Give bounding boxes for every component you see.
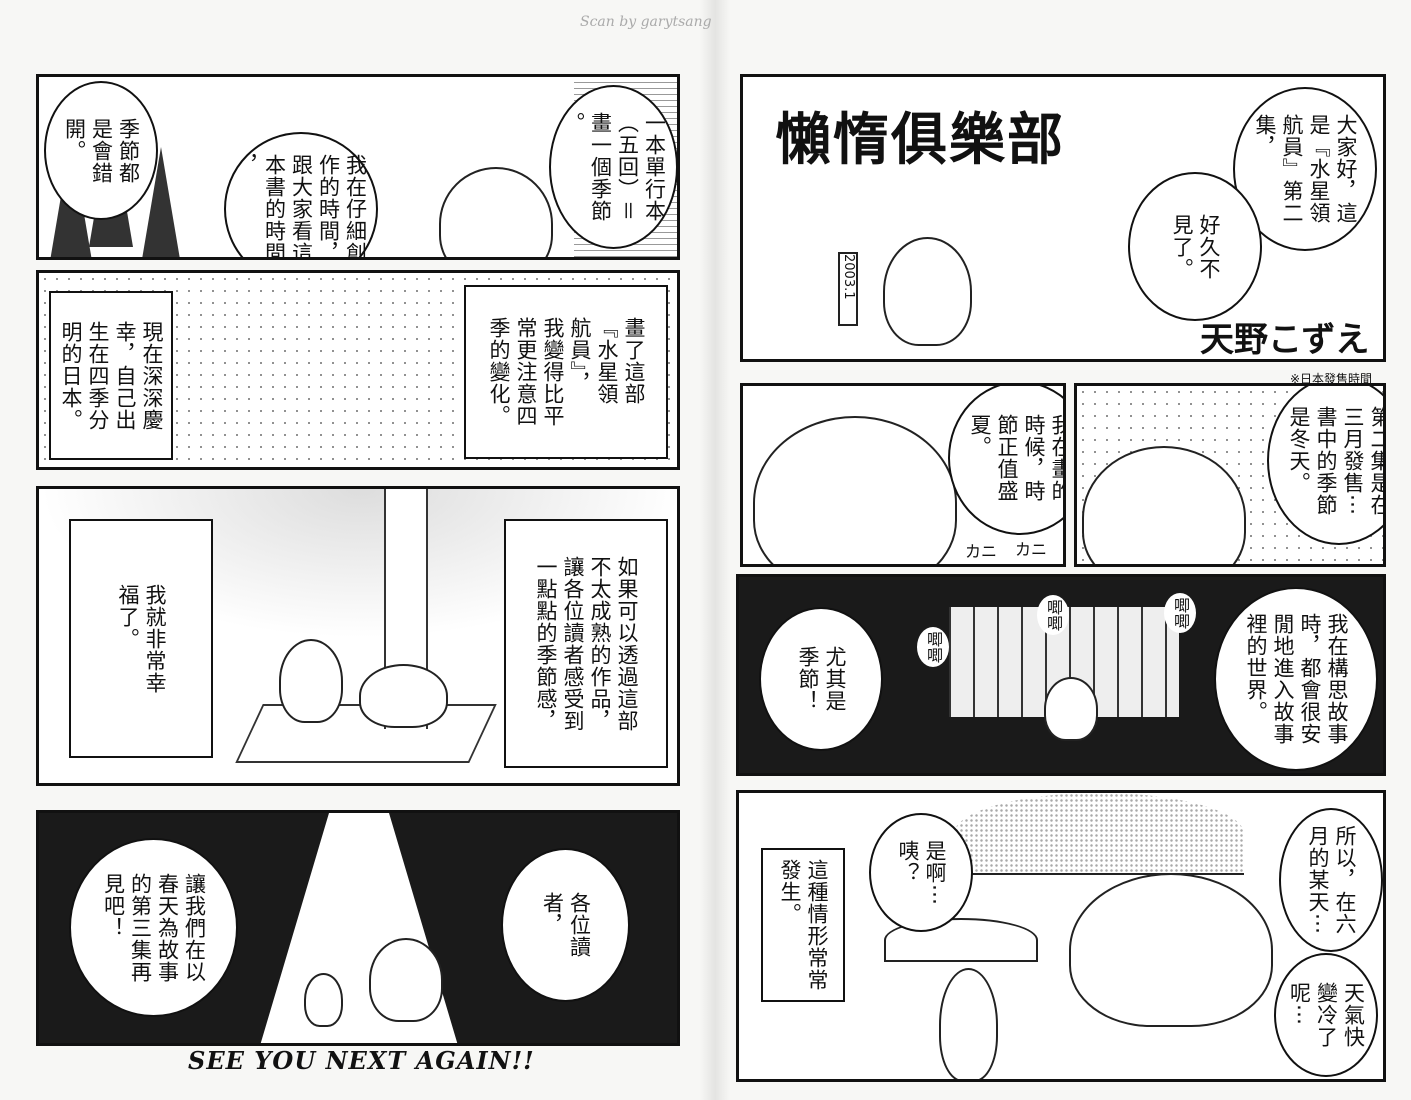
shoji-door [949, 607, 1179, 717]
book-gutter [700, 0, 730, 1100]
speech-bubble: 大家好，這 是『水星領 航員』第二 集， [1233, 87, 1377, 251]
series-title: 懶惰俱樂部 [775, 108, 1065, 173]
bubble-text: 我在仔細創 作的時間， 跟大家看這 本書的時間 ， [235, 154, 368, 260]
sound-effect: 唧唧 [1037, 595, 1069, 635]
cat-character [369, 938, 443, 1022]
cat-character [1069, 873, 1273, 1027]
person-character [939, 968, 998, 1079]
date-sign: 2003.1 [838, 252, 858, 326]
sound-effect: カニ [1015, 540, 1048, 559]
box-text: 現在深深慶 幸，自己出 生在四季分 明的日本。 [59, 320, 164, 431]
cat-character [359, 664, 448, 728]
speech-bubble: 各位讀 者， [501, 848, 630, 1002]
speech-bubble: 尤其是 季節！ [759, 607, 883, 751]
author-name: 天野こずえ [1200, 320, 1370, 360]
bubble-text: 我在畫的 時候，時 節正值盛 夏。 [968, 414, 1066, 502]
watermark: Scan by garytsang [580, 14, 712, 30]
speech-bubble: 讓我們在以 春天為故事 的第三集再 見吧！ [69, 838, 238, 1017]
speech-bubble: 一本單行本 （五回）＝ 畫一個季節 。 [549, 85, 677, 249]
speech-bubble: 是啊⋯ 咦？ [869, 813, 973, 932]
speech-bubble: 我在仔細創 作的時間， 跟大家看這 本書的時間 ， [224, 132, 378, 260]
bubble-text: 季節都 是會錯 開。 [62, 117, 141, 184]
release-note: ※日本發售時間 [1290, 372, 1373, 386]
box-text: 畫了這部 『水星領 航員』， 我變得比平 常更注意四 季的變化。 [487, 317, 646, 427]
narration-box: 我就非常幸 福了。 [69, 519, 213, 758]
cat-character [439, 167, 553, 257]
box-text: 如果可以透過這部 不太成熟的作品， 讓各位讀者感受到 一點點的季節感， [534, 555, 639, 732]
narration-box: 如果可以透過這部 不太成熟的作品， 讓各位讀者感受到 一點點的季節感， [504, 519, 668, 768]
bubble-text: 天氣快 變冷了 呢⋯ [1287, 982, 1366, 1048]
sound-effect: カニ [965, 542, 998, 561]
right-panel-3: 唧唧 唧唧 唧唧 我在構思故事 時，都會很安 閒地進入故事 裡的世界。 尤其是 … [736, 574, 1386, 776]
bubble-text: 是啊⋯ 咦？ [896, 839, 947, 906]
box-text: 我就非常幸 福了。 [116, 583, 167, 694]
left-panel-1: 一本單行本 （五回）＝ 畫一個季節 。 我在仔細創 作的時間， 跟大家看這 本書… [36, 74, 680, 260]
cat-character [883, 237, 972, 346]
bubble-text: 一本單行本 （五回）＝ 畫一個季節 。 [561, 112, 667, 222]
speech-bubble: 我在畫的 時候，時 節正值盛 夏。 [948, 386, 1066, 535]
small-cat-character [304, 973, 343, 1027]
right-panel-1: 2003.1 大家好，這 是『水星領 航員』第二 集， 好久不 見了。 [740, 74, 1386, 362]
right-panel-2a: 我在畫的 時候，時 節正值盛 夏。 カニ カニ [740, 383, 1066, 567]
cat-character [1044, 677, 1098, 741]
speech-bubble: 好久不 見了。 [1128, 172, 1262, 321]
speech-bubble: 第二集是在 三月發售⋯ 書中的季節 是冬天。 [1267, 386, 1386, 545]
left-panel-4: 各位讀 者， 讓我們在以 春天為故事 的第三集再 見吧！ [36, 810, 680, 1046]
speech-bubble: 我在構思故事 時，都會很安 閒地進入故事 裡的世界。 [1214, 587, 1378, 771]
bubble-text: 第二集是在 三月發售⋯ 書中的季節 是冬天。 [1287, 405, 1386, 516]
umbrella-small [884, 918, 1038, 962]
cat-character [753, 416, 957, 564]
speech-bubble: 所以，在六 月的某天⋯ [1279, 808, 1383, 952]
narration-box: 這種情形常常 發生。 [761, 848, 845, 1002]
left-panel-3: 如果可以透過這部 不太成熟的作品， 讓各位讀者感受到 一點點的季節感， 我就非常… [36, 486, 680, 786]
bubble-text: 大家好，這 是『水星領 航員』第二 集， [1253, 114, 1358, 224]
bubble-text: 好久不 見了。 [1170, 213, 1221, 280]
narration-box: 畫了這部 『水星領 航員』， 我變得比平 常更注意四 季的變化。 [464, 285, 668, 459]
box-text: 這種情形常常 發生。 [778, 859, 829, 991]
right-panel-4: 所以，在六 月的某天⋯ 天氣快 變冷了 呢⋯ 是啊⋯ 咦？ 這種情形常常 發生。 [736, 790, 1386, 1082]
umbrella-large [954, 793, 1244, 875]
bubble-text: 所以，在六 月的某天⋯ [1306, 825, 1357, 935]
bubble-text: 尤其是 季節！ [796, 646, 847, 712]
left-panel-2: 畫了這部 『水星領 航員』， 我變得比平 常更注意四 季的變化。 現在深深慶 幸… [36, 270, 680, 470]
sound-effect: 唧唧 [1164, 593, 1196, 633]
cat-character [1082, 446, 1246, 564]
narration-box: 現在深深慶 幸，自己出 生在四季分 明的日本。 [49, 291, 173, 460]
bubble-text: 我在構思故事 時，都會很安 閒地進入故事 裡的世界。 [1244, 613, 1349, 745]
sound-effect: 唧唧 [917, 627, 949, 667]
bubble-text: 各位讀 者， [540, 892, 592, 958]
speech-bubble: 天氣快 變冷了 呢⋯ [1274, 953, 1378, 1077]
speech-bubble: 季節都 是會錯 開。 [44, 81, 158, 220]
right-panel-2b: 第二集是在 三月發售⋯ 書中的季節 是冬天。 [1074, 383, 1386, 567]
girl-character [279, 639, 343, 723]
closing-caption: SEE YOU NEXT AGAIN!! [188, 1046, 535, 1075]
bubble-text: 讓我們在以 春天為故事 的第三集再 見吧！ [101, 872, 207, 983]
